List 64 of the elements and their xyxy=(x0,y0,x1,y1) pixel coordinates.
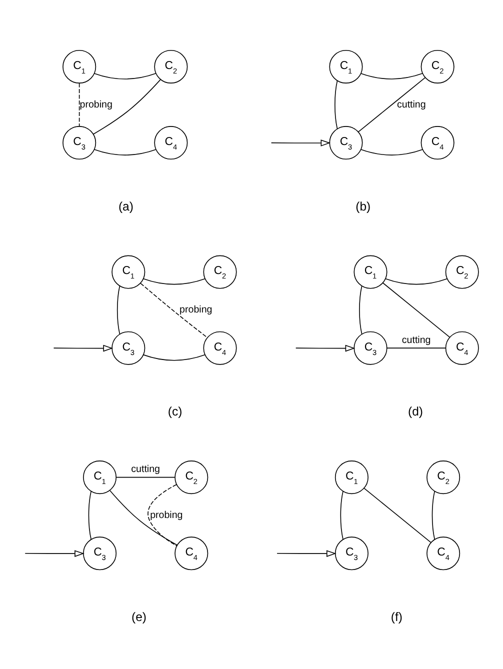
edge-label: probing xyxy=(150,509,183,520)
connector xyxy=(359,285,362,334)
node-circle: C$_{4}$ xyxy=(426,536,460,570)
connector xyxy=(360,148,424,155)
node-circle: C$_{4}$ xyxy=(445,330,479,364)
node-circle: C$_{3}$ xyxy=(329,126,363,160)
arrow xyxy=(24,550,84,557)
connector xyxy=(334,80,338,129)
node-circle: C$_{2}$ xyxy=(203,254,237,288)
connector xyxy=(140,282,208,338)
node-circle: C$_{2}$ xyxy=(420,49,454,83)
connector xyxy=(116,285,120,334)
edge-label: probing xyxy=(180,304,212,316)
node-circle: C$_{3}$ xyxy=(112,330,146,364)
node-circle: C$_{1}$ xyxy=(83,460,117,494)
node-circle: C$_{3}$ xyxy=(83,536,117,570)
node-circle: C$_{4}$ xyxy=(203,330,237,364)
label: (c) xyxy=(168,404,182,418)
arrow xyxy=(295,344,356,352)
node-circle: C$_{4}$ xyxy=(154,126,188,160)
label: (f) xyxy=(390,609,402,624)
connector xyxy=(360,72,424,79)
node-circle: C$_{1}$ xyxy=(334,460,368,494)
connector xyxy=(94,148,156,155)
connector xyxy=(143,354,206,360)
node-circle: C$_{2}$ xyxy=(154,49,188,83)
label: (b) xyxy=(356,198,371,213)
edge-label: cutting xyxy=(402,334,431,346)
arrow xyxy=(276,550,336,557)
node-circle: C$_{3}$ xyxy=(354,330,388,364)
connector xyxy=(340,490,344,540)
connector xyxy=(364,487,432,542)
connector xyxy=(385,278,448,284)
connector xyxy=(78,82,80,126)
arrow xyxy=(270,139,331,146)
node-circle: C$_{1}$ xyxy=(329,49,363,83)
node-circle: C$_{3}$ xyxy=(62,126,96,160)
connector xyxy=(94,72,156,79)
connector xyxy=(93,78,162,134)
node-circle: C$_{1}$ xyxy=(112,254,146,288)
connector xyxy=(386,347,446,348)
edge-label: cutting xyxy=(131,464,160,475)
label: (a) xyxy=(118,198,134,213)
node-circle: C$_{3}$ xyxy=(334,536,368,570)
connector xyxy=(116,476,176,478)
node-circle: C$_{1}$ xyxy=(62,49,96,83)
node-circle: C$_{4}$ xyxy=(420,126,454,160)
label: (d) xyxy=(408,404,423,418)
connector xyxy=(88,490,92,540)
node-circle: C$_{1}$ xyxy=(354,254,388,288)
connector xyxy=(148,484,178,546)
node-circle: C$_{2}$ xyxy=(445,254,479,288)
connector xyxy=(432,490,436,540)
connector xyxy=(358,76,426,132)
connector xyxy=(143,278,206,284)
node-circle: C$_{2}$ xyxy=(174,460,208,494)
connector xyxy=(382,282,450,338)
node-circle: C$_{4}$ xyxy=(174,536,208,570)
label: (e) xyxy=(132,609,147,624)
edge-label: cutting xyxy=(396,98,426,110)
arrow xyxy=(53,344,114,352)
connector xyxy=(110,490,178,545)
node-circle: C$_{2}$ xyxy=(426,460,460,494)
edge-label: probing xyxy=(80,98,112,110)
